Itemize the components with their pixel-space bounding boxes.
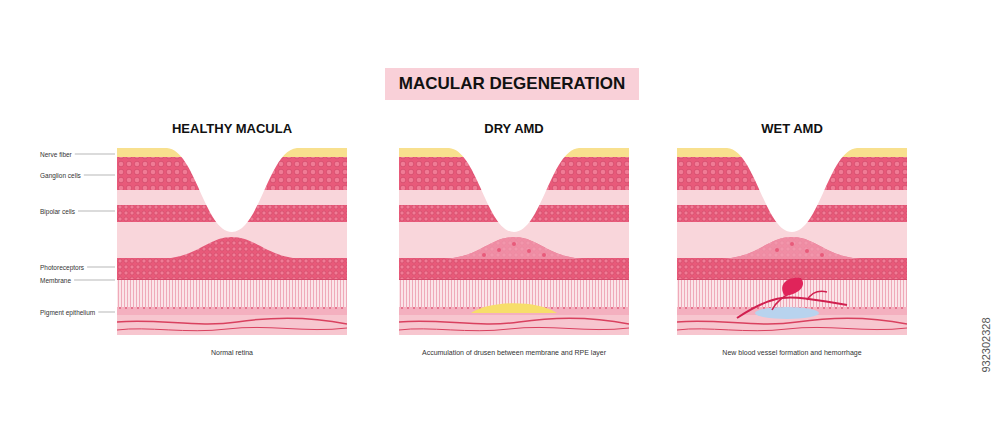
layer-label: Pigment epithelium <box>40 309 95 316</box>
watermark: 932302328 <box>980 317 992 372</box>
layer-label: Membrane <box>40 277 71 284</box>
panel-heading: HEALTHY MACULA <box>172 121 292 136</box>
leader-line <box>75 154 115 155</box>
panel-caption: Accumulation of drusen between membrane … <box>422 349 606 356</box>
panel-heading: DRY AMD <box>484 121 543 136</box>
layer-label: Bipolar cells <box>40 208 75 215</box>
panel-caption: Normal retina <box>211 349 253 356</box>
panel-caption: New blood vessel formation and hemorrhag… <box>722 349 861 356</box>
layer-label: Nerve fiber <box>40 151 72 158</box>
leader-line <box>78 211 115 212</box>
leader-line <box>74 280 115 281</box>
panel-heading: WET AMD <box>761 121 823 136</box>
leader-line <box>84 175 115 176</box>
layer-label: Ganglion cells <box>40 172 81 179</box>
leader-line <box>98 312 115 313</box>
title-banner: MACULAR DEGENERATION <box>385 68 639 100</box>
leader-line <box>87 267 115 268</box>
layer-label: Photoreceptors <box>40 264 84 271</box>
